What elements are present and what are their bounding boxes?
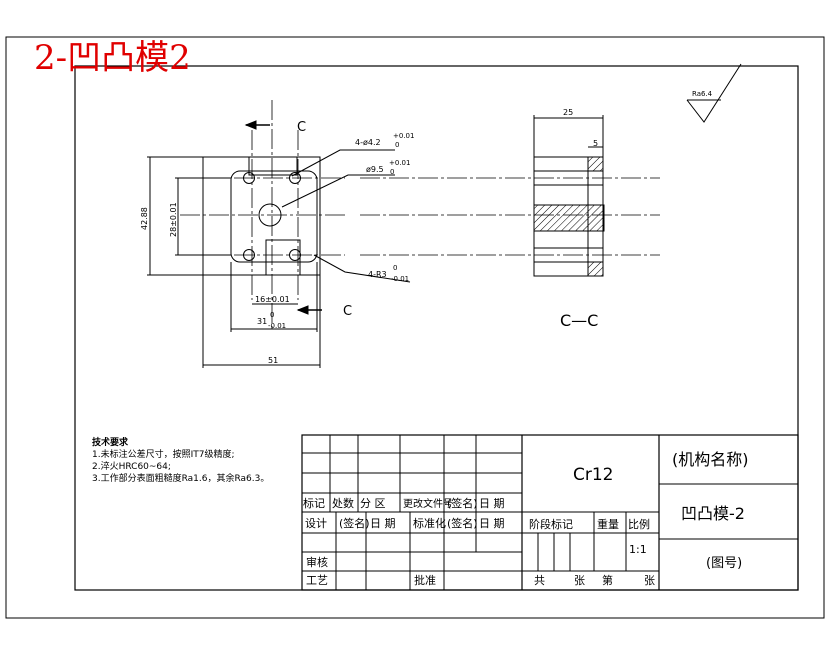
section-marker-bottom: C: [343, 304, 352, 319]
dim-corner-tol-upper: 0: [393, 264, 397, 272]
header-mark: 标记: [303, 496, 325, 510]
scale-value: 1:1: [629, 543, 647, 556]
title-block: [301, 434, 799, 591]
dim-hole-tol-upper: +0.01: [393, 132, 414, 140]
weight-label: 重量: [597, 517, 619, 531]
dim-center-hole: ø9.5: [366, 165, 384, 174]
section-hatch-top: [587, 156, 604, 172]
header-standard-date: 日 期: [479, 517, 505, 530]
header-zone: 分 区: [360, 497, 386, 510]
header-date: 日 期: [479, 497, 505, 510]
process-label: 工艺: [306, 574, 328, 587]
section-outline: [533, 156, 604, 277]
outer-frame: [5, 36, 825, 619]
dim-hole-spec: 4-ø4.2: [355, 138, 381, 147]
tech-note-line: 3.工作部分表面粗糙度Ra1.6，其余Ra6.3。: [92, 474, 270, 484]
dim-center-hole-tol-lower: 0: [390, 168, 394, 176]
front-inner-outline: [230, 170, 318, 263]
front-boss-outline: [248, 156, 298, 176]
dim-width-outer: 51: [268, 356, 278, 365]
dim-height-inner: 28±0.01: [169, 202, 178, 237]
part-name: 凹凸模-2: [681, 504, 745, 523]
dim-section-step: 5: [593, 139, 598, 148]
scale-label: 比例: [628, 517, 650, 531]
stage-label: 阶段标记: [529, 517, 573, 531]
dim-section-thickness: 25: [563, 108, 573, 117]
mechanism-name: (机构名称): [672, 450, 749, 469]
dim-corner-tol-lower: -0.01: [391, 275, 409, 283]
sheets-unit-label: 张: [574, 574, 585, 587]
approve-label: 批准: [414, 573, 436, 587]
tech-notes-title: 技术要求: [92, 438, 129, 448]
section-view-text: 25 5 C—C: [560, 108, 598, 330]
review-label: 审核: [306, 555, 328, 569]
dim-width-inner: 31: [257, 317, 267, 326]
dim-width-inner-tol-lower: -0.01: [268, 322, 286, 330]
header-standard-signature: (签名): [447, 516, 478, 530]
section-hatch-bottom: [587, 261, 604, 277]
tech-notes: 技术要求 1.未标注公差尺寸，按照IT7级精度; 2.淬火HRC60~64; 3…: [92, 437, 269, 485]
dim-width-inner-tol-upper: 0: [270, 311, 274, 319]
header-signature: (签名): [447, 496, 478, 510]
drawing-heading: 2-凹凸模2: [34, 38, 191, 78]
header-standard: 标准化: [413, 516, 446, 530]
header-design-date: 日 期: [370, 517, 396, 530]
material: Cr12: [573, 465, 614, 485]
tech-note-line: 1.未标注公差尺寸，按照IT7级精度;: [92, 450, 235, 460]
section-label: C—C: [560, 311, 598, 330]
header-count: 处数: [332, 497, 354, 510]
tech-note-line: 2.淬火HRC60~64;: [92, 462, 171, 472]
roughness-symbol: Ra6.4: [686, 63, 742, 123]
sheets-total-label: 共: [534, 574, 545, 587]
section-hatch-mid: [533, 204, 605, 232]
front-view-text: C C 4-ø4.2 +0.01 0 ø9.5 +0.01 0 4-R3 0 -…: [140, 120, 414, 365]
header-change-doc: 更改文件号: [403, 497, 453, 510]
dim-corner: 4-R3: [368, 270, 387, 279]
dim-height-outer: 42.88: [140, 207, 149, 230]
drawing-no: (图号): [706, 556, 742, 571]
dim-hole-tol-lower: 0: [395, 141, 399, 149]
front-slot-outline: [265, 239, 301, 276]
header-design: 设计: [305, 517, 327, 530]
header-design-signature: (签名): [339, 516, 370, 530]
title-block-text: 标记 处数 分 区 更改文件号 (签名) 日 期 设计 (签名) 日 期 标准化…: [303, 450, 749, 587]
sheet-no-unit-label: 张: [644, 574, 655, 587]
roughness-label: Ra6.4: [692, 90, 713, 98]
front-view: [147, 100, 411, 368]
section-view: [360, 115, 660, 277]
sheet-no-label: 第: [602, 573, 613, 587]
dim-hole-spacing: 16±0.01: [255, 295, 290, 304]
dim-center-hole-tol-upper: +0.01: [389, 159, 410, 167]
section-marker-top: C: [297, 120, 306, 135]
